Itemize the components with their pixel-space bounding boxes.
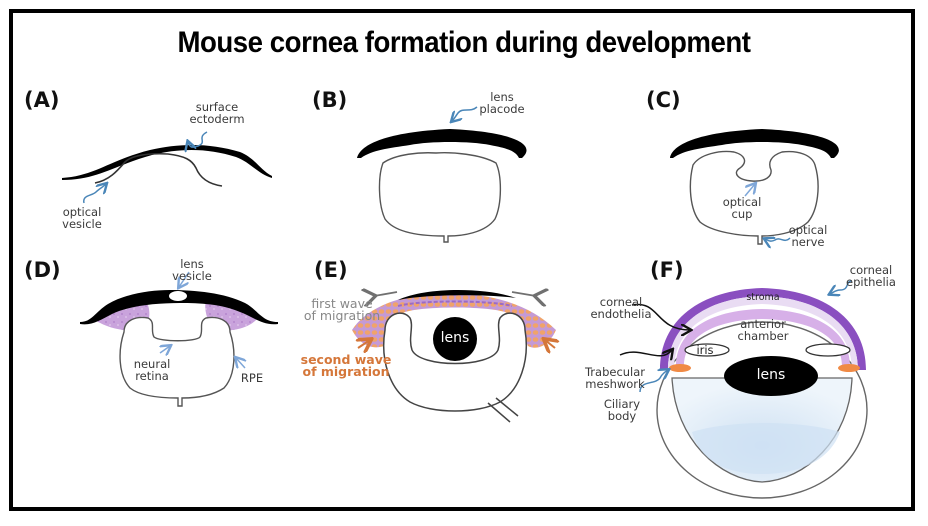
panel-label-b: (B)	[312, 88, 348, 112]
panel-label-e: (E)	[314, 258, 348, 282]
lens-f	[724, 356, 818, 396]
surface-ectoderm-shape	[62, 144, 272, 180]
optical-cup-arrow	[744, 184, 755, 197]
label-optical-vesicle: optical vesicle	[62, 205, 102, 231]
first-wave-arrow-right	[511, 292, 536, 296]
lens-e	[433, 317, 477, 361]
panel-a-diagram	[62, 131, 272, 204]
stroma-layer-e	[397, 300, 513, 307]
second-wave-arrow-left	[358, 340, 370, 348]
optic-cup-outline-e	[383, 312, 527, 412]
optical-vesicle-arrow	[83, 184, 106, 204]
lens-vesicle-hole	[169, 291, 187, 301]
panel-label-f: (F)	[650, 258, 684, 282]
panel-label-a: (A)	[24, 88, 60, 112]
iris-left	[684, 343, 730, 357]
panel-label-d: (D)	[24, 258, 61, 282]
optic-stalk-e	[487, 397, 519, 423]
label-optical-nerve: optical nerve	[788, 223, 828, 249]
panel-c-diagram	[670, 129, 839, 244]
label-optical-cup: optical cup	[722, 195, 762, 221]
corneal-epithelia-arrow	[830, 280, 853, 294]
surface-ectoderm-arrow	[188, 131, 208, 147]
label-stroma: stroma	[746, 292, 780, 303]
ciliary-body-left	[669, 364, 691, 372]
corneal-endothelium-f	[676, 309, 850, 366]
label-second-wave: second wave of migration	[300, 352, 392, 379]
panel-f-diagram	[619, 280, 868, 499]
label-rpe: RPE	[240, 371, 264, 385]
vitreous-band	[692, 423, 840, 474]
label-lens-f: lens	[756, 367, 786, 383]
ciliary-body-arrow	[639, 370, 668, 393]
lens-placode-shape	[357, 129, 527, 158]
panel-b-diagram	[357, 106, 527, 243]
ciliary-body-right	[838, 364, 860, 372]
panel-d-diagram	[80, 271, 278, 407]
surface-ectoderm-shape-c	[670, 129, 839, 158]
panel-label-c: (C)	[646, 88, 681, 112]
label-neural-retina: neural retina	[133, 357, 171, 383]
iris-right	[805, 343, 851, 357]
label-first-wave: first wave of migration	[303, 296, 381, 323]
label-corneal-endothelia: corneal endothelia	[590, 295, 652, 321]
panel-e-diagram	[352, 289, 556, 423]
figure-title: Mouse cornea formation during developmen…	[177, 26, 751, 59]
optical-nerve-arrow	[765, 238, 791, 241]
lens-vesicle-ectoderm	[80, 290, 278, 325]
label-ciliary-body: Ciliary body	[603, 397, 641, 423]
corneal-endothelia-arrow	[631, 303, 690, 330]
trabecular-meshwork-arrow	[619, 350, 672, 356]
label-iris: iris	[696, 343, 714, 357]
lens-vesicle-arrow	[179, 271, 190, 287]
eyeball-outer	[656, 321, 868, 499]
label-lens-placode: lens placode	[479, 90, 525, 116]
neural-retina-arrow	[160, 346, 170, 353]
optic-cup-outline-d	[119, 316, 235, 407]
migration-tissue	[352, 293, 556, 348]
label-anterior-chamber: anterior chamber	[737, 317, 789, 343]
label-trabecular-meshwork: Trabecular meshwork	[584, 365, 646, 391]
optic-cup-outline-b	[378, 152, 502, 243]
label-corneal-epithelia: corneal epithelia	[846, 263, 896, 289]
rpe-arrow	[236, 358, 245, 368]
lens-placode-arrow	[452, 106, 478, 121]
optical-vesicle-shape	[94, 152, 223, 187]
label-lens-vesicle: lens vesicle	[172, 257, 212, 283]
optic-cup-outline-c	[689, 150, 819, 245]
first-wave-arrow-left	[374, 292, 398, 296]
label-surface-ectoderm: surface ectoderm	[189, 100, 245, 126]
corneal-cap-e	[398, 289, 516, 300]
label-lens-e: lens	[440, 330, 470, 346]
second-wave-arrow-right	[545, 340, 555, 348]
